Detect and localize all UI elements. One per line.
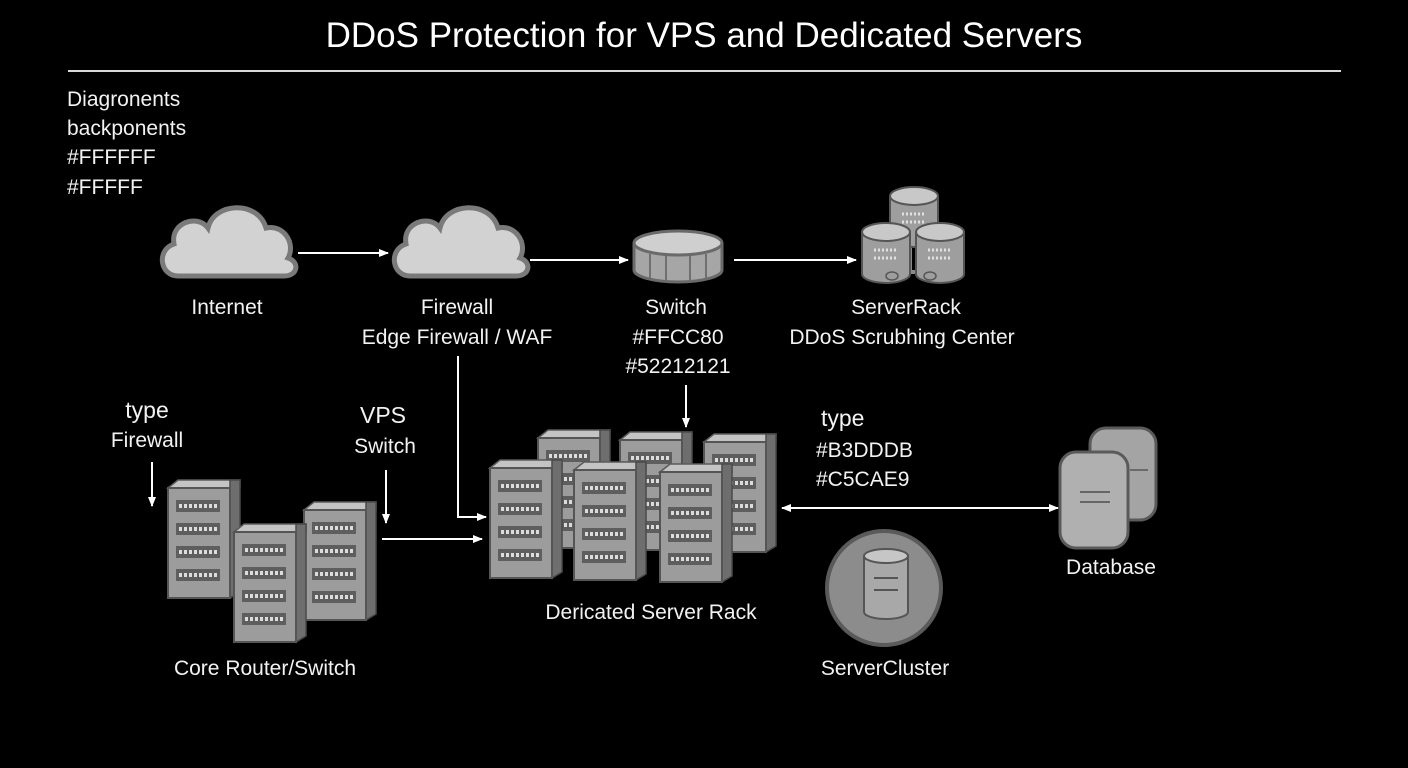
type-colors-annotation-line1: type bbox=[821, 405, 865, 431]
vps-switch-annotation-line1: VPS bbox=[359, 402, 407, 428]
server-cluster-icon bbox=[825, 529, 943, 647]
firewall-sublabel: Edge Firewall / WAF bbox=[361, 326, 553, 349]
switch-label: Switch bbox=[645, 296, 707, 319]
corner-note-4: #FFFFF bbox=[67, 176, 143, 199]
diagram-title: DDoS Protection for VPS and Dedicated Se… bbox=[325, 16, 1083, 55]
type-colors-annotation-line3: #C5CAE9 bbox=[816, 468, 910, 491]
internet-label: Internet bbox=[191, 296, 263, 319]
core-router-label: Core Router/Switch bbox=[173, 657, 357, 680]
serverrack-label: ServerRack bbox=[851, 296, 961, 319]
type-firewall-annotation-line1: type bbox=[125, 397, 169, 423]
type-firewall-annotation-line2: Firewall bbox=[110, 429, 184, 452]
serverrack-sublabel: DDoS Scrubhing Center bbox=[789, 326, 1015, 349]
switch-disk-icon bbox=[632, 229, 724, 284]
firewall-label: Firewall bbox=[420, 296, 494, 319]
database-label: Database bbox=[1066, 556, 1156, 579]
title-divider bbox=[68, 70, 1341, 72]
corner-note-1: Diagronents bbox=[67, 88, 181, 111]
arrow-firewall-to-dedicated-rack bbox=[457, 356, 487, 521]
internet-cloud-icon bbox=[162, 208, 296, 276]
dedicated-rack-towers bbox=[488, 428, 778, 584]
database-icon bbox=[1058, 426, 1158, 550]
core-router-towers bbox=[166, 478, 378, 644]
vps-switch-annotation-line2: Switch bbox=[354, 435, 416, 458]
type-colors-annotation-line2: #B3DDDB bbox=[816, 439, 913, 462]
corner-note-3: #FFFFFF bbox=[67, 146, 156, 169]
switch-sublabel-1: #FFCC80 bbox=[632, 326, 724, 349]
switch-sublabel-2: #52212121 bbox=[625, 355, 731, 378]
server-cluster-label: ServerCluster bbox=[820, 657, 950, 680]
dedicated-rack-label: Dericated Server Rack bbox=[545, 601, 757, 624]
firewall-cloud-icon bbox=[394, 208, 528, 276]
database-cluster-icon bbox=[860, 185, 966, 285]
corner-note-2: backponents bbox=[67, 117, 187, 140]
